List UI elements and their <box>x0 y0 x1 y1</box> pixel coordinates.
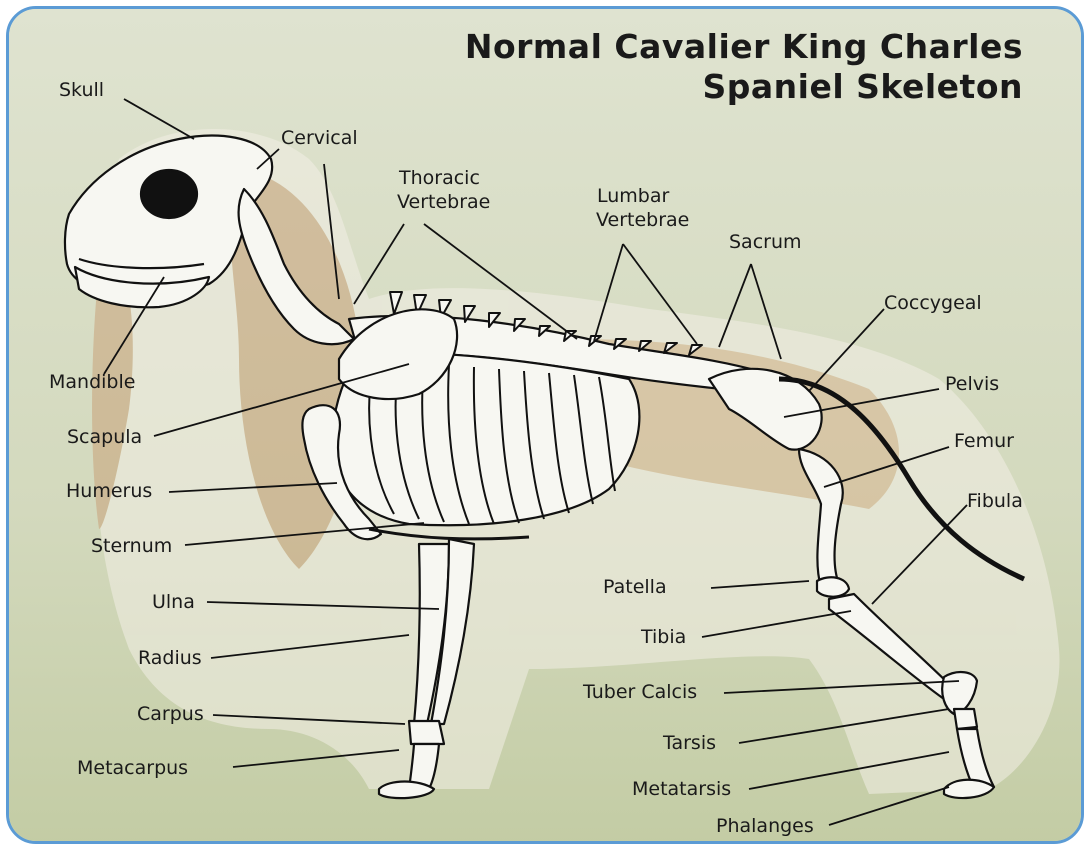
label-humerus: Humerus <box>66 480 152 502</box>
label-femur: Femur <box>954 430 1014 452</box>
label-cervical: Cervical <box>281 127 358 149</box>
title-line-2: Spaniel Skeleton <box>703 67 1024 107</box>
label-tarsis: Tarsis <box>663 732 716 754</box>
tarsis-bone <box>954 709 977 729</box>
label-ulna: Ulna <box>152 591 195 613</box>
front-paw <box>379 782 434 799</box>
label-tuber-calcis: Tuber Calcis <box>583 681 697 703</box>
label-carpus: Carpus <box>137 703 204 725</box>
label-fibula: Fibula <box>967 490 1023 512</box>
label-coccygeal: Coccygeal <box>884 292 982 314</box>
label-thoracic-1: Thoracic <box>399 167 480 189</box>
label-lumbar-1: Lumbar <box>597 185 669 207</box>
diagram-frame: Normal Cavalier King Charles Spaniel Ske… <box>6 6 1084 844</box>
title-line-1: Normal Cavalier King Charles <box>465 27 1023 67</box>
label-lumbar-2: Vertebrae <box>596 209 689 231</box>
label-patella: Patella <box>603 576 667 598</box>
label-metacarpus: Metacarpus <box>77 757 188 779</box>
label-sacrum: Sacrum <box>729 231 802 253</box>
label-metatarsis: Metatarsis <box>632 778 731 800</box>
carpus-bone <box>409 721 444 744</box>
label-mandible: Mandible <box>49 371 135 393</box>
label-thoracic-2: Vertebrae <box>397 191 490 213</box>
label-scapula: Scapula <box>67 426 142 448</box>
label-tibia: Tibia <box>641 626 686 648</box>
label-sternum: Sternum <box>91 535 172 557</box>
label-phalanges: Phalanges <box>716 815 814 837</box>
label-pelvis: Pelvis <box>945 373 999 395</box>
patella-bone <box>817 577 849 596</box>
label-radius: Radius <box>138 647 202 669</box>
label-skull: Skull <box>59 79 104 101</box>
